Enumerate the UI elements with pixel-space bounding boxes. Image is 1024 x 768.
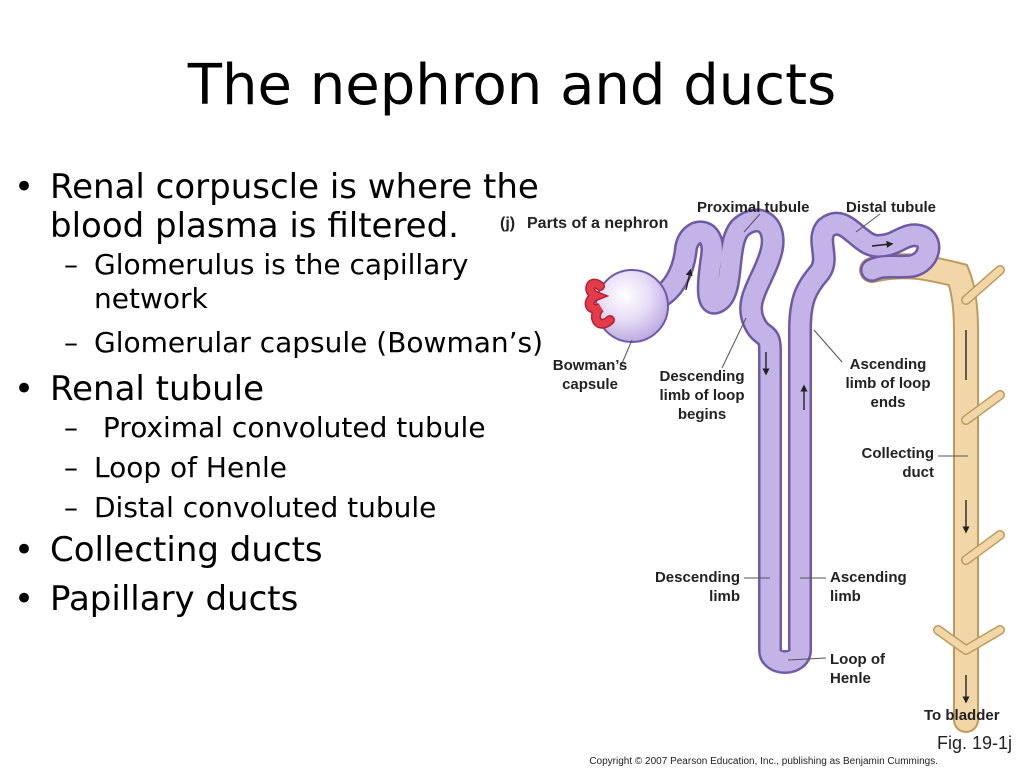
bullet-list: Renal corpuscle is where the blood plasm… xyxy=(10,168,570,621)
label-distal-tubule: Distal tubule xyxy=(846,199,936,216)
label-desc-begins-line3: begins xyxy=(678,406,726,423)
figure-number: Fig. 19-1j xyxy=(937,733,1012,753)
bullet-papillary-ducts: Papillary ducts xyxy=(10,580,570,620)
figure-part-tag: (j) xyxy=(500,215,515,232)
label-proximal-tubule: Proximal tubule xyxy=(697,199,810,216)
label-loop-line1: Loop of xyxy=(830,651,886,668)
label-asc-limb-line1: Ascending xyxy=(830,569,907,586)
label-collecting-line1: Collecting xyxy=(861,445,934,462)
label-to-bladder: To bladder xyxy=(924,707,1000,724)
bullet-renal-corpuscle: Renal corpuscle is where the blood plasm… xyxy=(10,168,570,246)
label-loop-line2: Henle xyxy=(830,670,871,687)
sub-bullet-loop-of-henle: –Loop of Henle xyxy=(64,451,287,484)
label-asc-limb-line2: limb xyxy=(830,588,861,605)
glomerulus xyxy=(584,278,615,329)
figure-part-title: Parts of a nephron xyxy=(527,215,668,232)
sub-bullet-glomerulus: –Glomerulus is the capillary network xyxy=(64,248,469,315)
label-desc-begins-line1: Descending xyxy=(659,368,744,385)
renal-tubule xyxy=(642,208,941,674)
label-desc-begins-line2: limb of loop xyxy=(660,387,745,404)
figure-labels: Proximal tubule Distal tubule Bowman’s c… xyxy=(553,199,1000,724)
label-asc-ends-line2: limb of loop xyxy=(846,375,931,392)
slide-title: The nephron and ducts xyxy=(187,53,837,118)
sub-bullet-proximal: – Proximal convoluted tubule xyxy=(64,411,486,444)
copyright-notice: Copyright © 2007 Pearson Education, Inc.… xyxy=(589,756,938,767)
label-asc-ends-line3: ends xyxy=(870,394,905,411)
sub-bullet-distal: –Distal convoluted tubule xyxy=(64,491,437,524)
label-bowmans-line2: capsule xyxy=(562,376,618,393)
sub-bullet-glomerular-capsule: –Glomerular capsule (Bowman’s) xyxy=(64,326,544,359)
label-asc-ends-line1: Ascending xyxy=(850,356,927,373)
collecting-duct xyxy=(859,253,1005,733)
label-desc-limb-line1: Descending xyxy=(655,569,740,586)
label-collecting-line2: duct xyxy=(902,464,934,481)
bullet-renal-tubule: Renal tubule xyxy=(10,370,570,410)
bowmans-capsule xyxy=(595,269,669,343)
leader-lines xyxy=(619,213,968,661)
bullet-collecting-ducts: Collecting ducts xyxy=(10,531,570,571)
label-bowmans-line1: Bowman’s xyxy=(553,357,627,374)
label-desc-limb-line2: limb xyxy=(709,588,740,605)
